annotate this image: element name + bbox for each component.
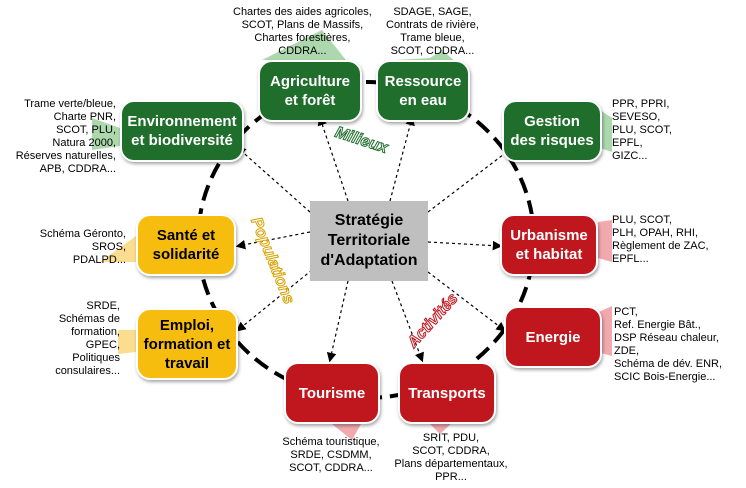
wedge-ressource (396, 50, 456, 62)
wedge-sante (100, 236, 136, 262)
arrow-sante (235, 231, 311, 250)
node-risques-label: Gestion des risques (510, 113, 594, 149)
arrow-group (235, 115, 514, 363)
wedge-risques (600, 110, 612, 152)
node-sante: Santé et solidarité (136, 214, 236, 276)
note-sante: Schéma Géronto, SROS, PDALPD... (39, 228, 126, 266)
center-strategy-box: Stratégie Territoriale d'Adaptation (310, 201, 428, 281)
arrow-tourisme (326, 280, 349, 363)
arrow-energie (427, 271, 506, 332)
note-urbanisme: PLU, SCOT, PLH, OPAH, RHI, Règlement de … (612, 214, 709, 265)
node-emploi: Emploi, formation et travail (136, 308, 238, 380)
node-urbanisme: Urbanisme et habitat (500, 214, 598, 276)
wedge-urbanisme (598, 220, 612, 262)
node-emploi-label: Emploi, formation et travail (143, 316, 231, 372)
note-environnement: Trame verte/bleue, Charte PNR, SCOT, PLU… (15, 98, 116, 175)
node-tourisme-label: Tourisme (298, 384, 366, 402)
node-tourisme: Tourisme (284, 362, 380, 424)
note-risques: PPR, PPRI, SEVESO, PLU, SCOT, EPFL, GIZC… (612, 98, 672, 162)
node-risques: Gestion des risques (502, 100, 602, 162)
node-ressource-label: Ressource en eau (384, 73, 462, 109)
center-label: Stratégie Territoriale d'Adaptation (320, 212, 418, 269)
node-ressource: Ressource en eau (376, 60, 470, 122)
note-transports: SRIT, PDU, SCOT, CDDRA, Plans départemen… (394, 432, 508, 483)
arrow-ressource (389, 115, 415, 202)
node-environnement-label: Environnement et biodiversité (127, 113, 237, 149)
arrow-emploi (236, 269, 313, 332)
arrow-urbanisme (427, 240, 503, 251)
node-environnement: Environnement et biodiversité (120, 100, 244, 162)
arrow-environnement (236, 146, 311, 213)
node-energie-label: Energie (525, 328, 581, 346)
node-energie: Energie (504, 306, 602, 368)
note-emploi: SRDE, Schémas de formation, GPEC, Politi… (55, 300, 120, 377)
node-transports: Transports (398, 362, 496, 424)
wedge-agriculture (262, 30, 346, 60)
arrow-agriculture (317, 115, 349, 202)
note-tourisme: Schéma touristique, SRDE, CSDMM, SCOT, C… (282, 436, 380, 474)
node-transports-label: Transports (408, 384, 486, 402)
node-agriculture-label: Agriculture et forêt (269, 73, 350, 109)
note-ressource: SDAGE, SAGE, Contrats de rivière, Trame … (386, 6, 479, 57)
node-urbanisme-label: Urbanisme et habitat (510, 227, 588, 263)
node-agriculture: Agriculture et forêt (258, 60, 362, 122)
wedge-environnement (92, 118, 120, 150)
arrow-transports (391, 280, 424, 363)
node-sante-label: Santé et solidarité (152, 227, 220, 263)
arrow-risques (427, 146, 514, 213)
note-agriculture: Chartes des aides agricoles, SCOT, Plans… (233, 6, 372, 57)
note-energie: PCT, Ref. Energie Bât., DSP Réseau chale… (614, 306, 723, 383)
wedge-emploi (118, 330, 136, 354)
